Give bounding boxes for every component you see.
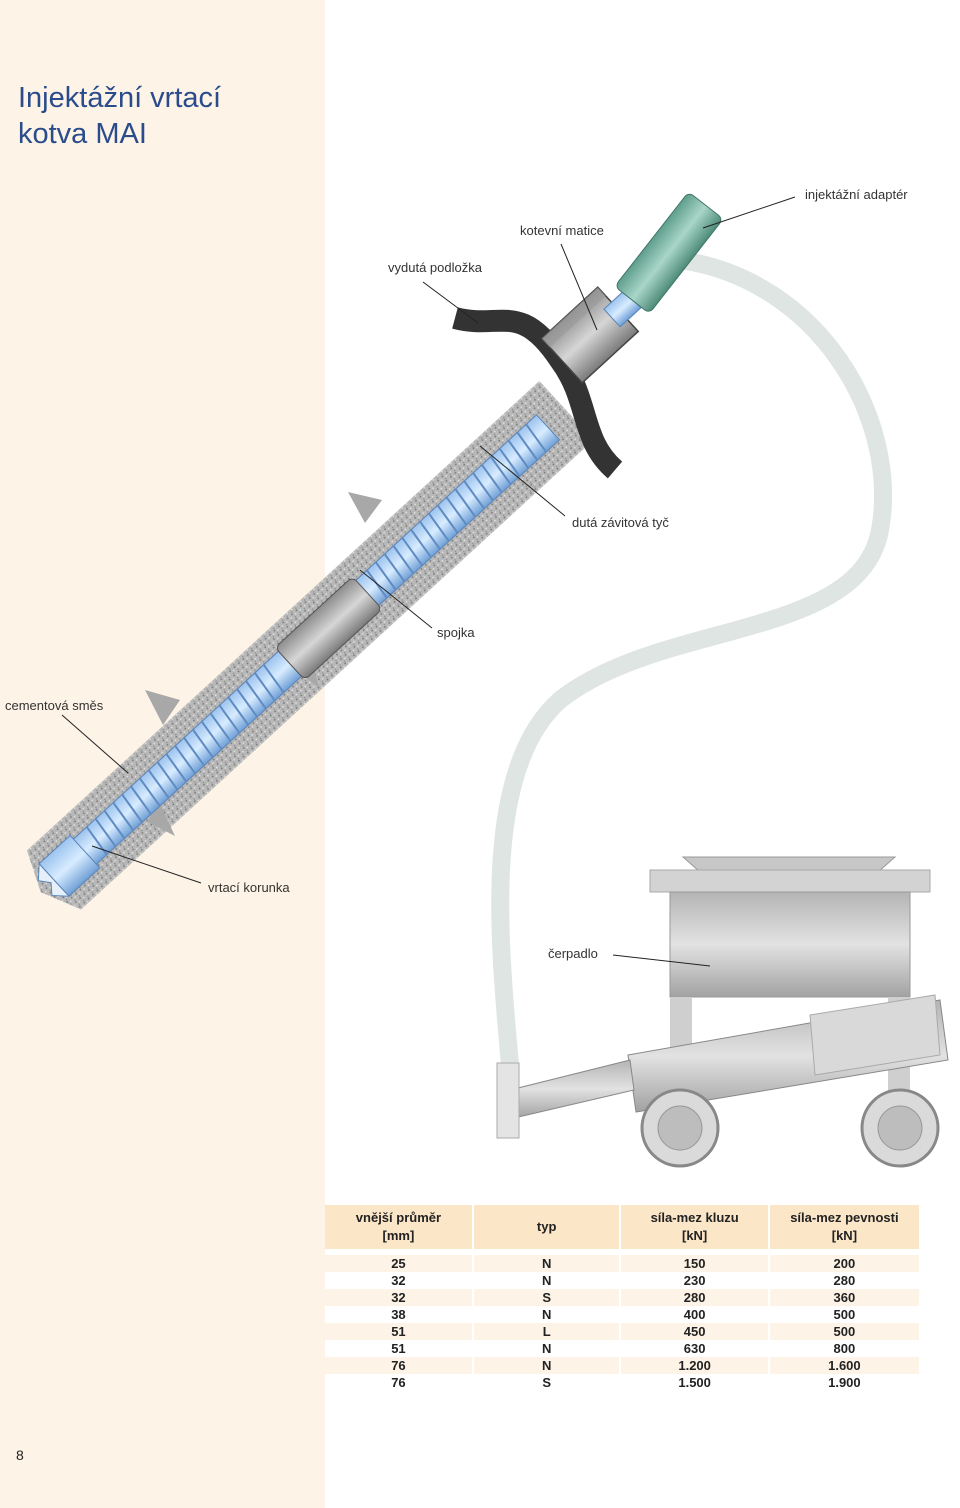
page-number: 8 [16, 1447, 24, 1463]
cell-strength: 500 [768, 1306, 919, 1323]
cell-strength: 200 [768, 1255, 919, 1272]
cell-type: N [472, 1272, 622, 1289]
cell-strength: 500 [768, 1323, 919, 1340]
cell-yield: 230 [620, 1272, 770, 1289]
grout-hose [491, 251, 893, 1074]
label-hollow-rod: dutá závitová tyč [572, 515, 669, 530]
cell-yield: 1.500 [620, 1374, 770, 1391]
cell-diameter: 32 [325, 1289, 474, 1306]
cell-type: N [472, 1255, 622, 1272]
header-strength-text: síla-mez pevnosti [790, 1210, 899, 1225]
threaded-rod [37, 414, 561, 897]
table-row: 32 S 280 360 [325, 1289, 919, 1306]
label-anchor-nut: kotevní matice [520, 223, 604, 238]
header-diameter: vnější průměr [mm] [325, 1205, 474, 1249]
table-row: 76 S 1.500 1.900 [325, 1374, 919, 1391]
cell-diameter: 51 [325, 1340, 474, 1357]
table-row: 76 N 1.200 1.600 [325, 1357, 919, 1374]
cell-yield: 450 [620, 1323, 770, 1340]
coupler-body [277, 578, 381, 679]
cell-strength: 800 [768, 1340, 919, 1357]
table-header-row: vnější průměr [mm] typ síla-mez kluzu [k… [325, 1205, 919, 1249]
cell-strength: 360 [768, 1289, 919, 1306]
cell-type: L [472, 1323, 622, 1340]
table-row: 32 N 230 280 [325, 1272, 919, 1289]
cell-strength: 1.900 [768, 1374, 919, 1391]
header-strength-unit: [kN] [831, 1228, 858, 1243]
header-yield-unit: [kN] [681, 1228, 708, 1243]
cell-strength: 280 [768, 1272, 919, 1289]
injection-adapter [616, 193, 722, 312]
page-title: Injektážní vrtací kotva MAI [18, 80, 221, 152]
cell-type: N [472, 1306, 622, 1323]
dome-plate [452, 307, 623, 479]
header-type-text: typ [536, 1219, 557, 1234]
label-grout: cementová směs [5, 698, 104, 713]
anchor-illustration [26, 193, 949, 1168]
table-row: 51 N 630 800 [325, 1340, 919, 1357]
header-yield: síla-mez kluzu [kN] [620, 1205, 770, 1249]
cell-type: N [472, 1357, 622, 1374]
cell-strength: 1.600 [768, 1357, 919, 1374]
cell-type: S [472, 1374, 622, 1391]
label-injection-adapter: injektážní adaptér [805, 187, 908, 202]
cell-yield: 1.200 [620, 1357, 770, 1374]
label-coupler: spojka [437, 625, 475, 640]
cell-diameter: 38 [325, 1306, 474, 1323]
title-line-1: Injektážní vrtací [18, 82, 222, 114]
cell-yield: 400 [620, 1306, 770, 1323]
title-line-2: kotva MAI [18, 118, 147, 150]
table-row: 38 N 400 500 [325, 1306, 919, 1323]
cell-diameter: 76 [325, 1357, 474, 1374]
cell-type: N [472, 1340, 622, 1357]
header-diameter-unit: [mm] [382, 1228, 415, 1243]
table-row: 25 N 150 200 [325, 1255, 919, 1272]
cell-diameter: 76 [325, 1374, 474, 1391]
header-strength: síla-mez pevnosti [kN] [768, 1205, 919, 1249]
pump-unit [496, 856, 949, 1168]
cell-type: S [472, 1289, 622, 1306]
cell-diameter: 32 [325, 1272, 474, 1289]
header-type: typ [472, 1205, 622, 1249]
label-drill-bit: vrtací korunka [208, 880, 290, 895]
specification-table: vnější průměr [mm] typ síla-mez kluzu [k… [325, 1205, 919, 1391]
cell-yield: 630 [620, 1340, 770, 1357]
label-pump: čerpadlo [548, 946, 598, 961]
cell-diameter: 25 [325, 1255, 474, 1272]
cell-yield: 280 [620, 1289, 770, 1306]
table-row: 51 L 450 500 [325, 1323, 919, 1340]
header-diameter-text: vnější průměr [355, 1210, 442, 1225]
header-yield-text: síla-mez kluzu [650, 1210, 739, 1225]
leader-lines [61, 196, 796, 967]
cell-yield: 150 [620, 1255, 770, 1272]
cell-diameter: 51 [325, 1323, 474, 1340]
label-dome-plate: vydutá podložka [388, 260, 482, 275]
